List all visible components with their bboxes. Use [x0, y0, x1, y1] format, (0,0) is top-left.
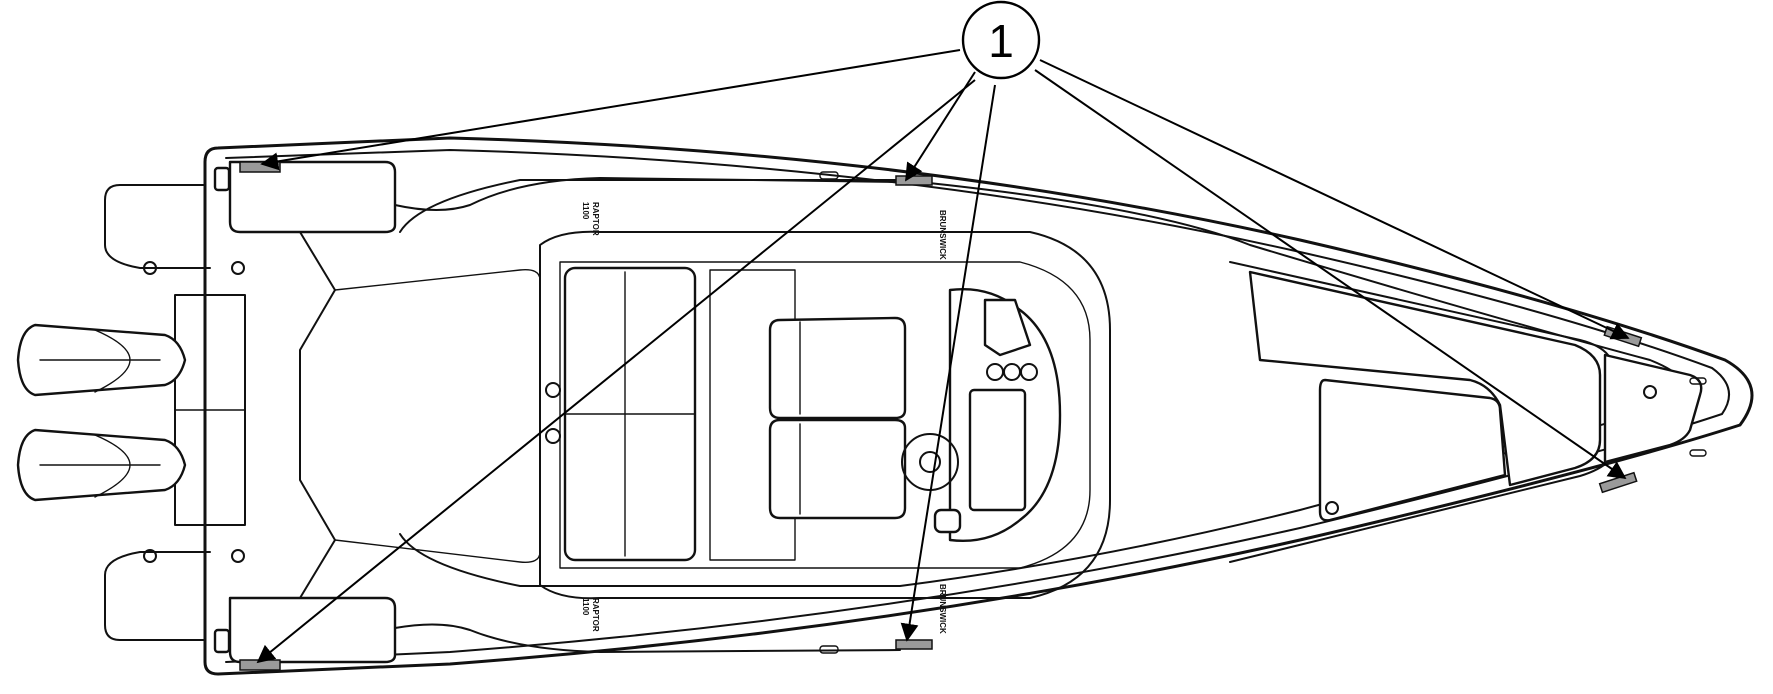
leader-bow-top	[1039, 59, 1630, 340]
cockpit-outline	[299, 231, 336, 599]
leader-stern-bottom	[256, 79, 976, 664]
brand-lettering-top: BRUNSWICK	[938, 210, 947, 260]
helm-display	[968, 388, 1027, 512]
callout-1-circle	[961, 0, 1041, 80]
grip-pad-mid-bottom	[895, 639, 933, 650]
hull-outer-outline	[203, 136, 1754, 676]
hull	[203, 136, 1754, 676]
bow-locker-fitting	[1325, 501, 1339, 515]
helm-seat-lower	[768, 418, 907, 520]
rear-bench-cupholder-top	[545, 382, 561, 398]
rail-post-2	[231, 261, 245, 275]
console-area	[539, 230, 1111, 600]
bow-sunpad	[1248, 270, 1602, 487]
side-fitting-top	[819, 171, 839, 180]
callout-1-number: 1	[988, 15, 1014, 67]
stern-platform-top	[228, 160, 397, 234]
console-inner	[559, 261, 1091, 569]
leader-stern-top	[260, 49, 961, 171]
grip-pad-stern-top	[239, 161, 281, 173]
steering-wheel-hub	[919, 451, 941, 473]
side-channel-top	[394, 177, 901, 211]
model-sublettering-top: RAPTOR	[591, 202, 600, 236]
stern-rail-upper	[104, 184, 211, 269]
callout-1-leaders	[256, 49, 1630, 664]
grip-pad-bow-bottom	[1598, 471, 1638, 494]
stern-rail-lower	[104, 551, 211, 641]
throttle-control	[933, 508, 962, 534]
stern-platform-bottom	[228, 596, 397, 664]
callout-1: 1	[961, 0, 1041, 80]
helm-gauge-3	[1020, 363, 1038, 381]
outboard-engine-lower-detail	[39, 434, 161, 498]
bow-anchor-locker	[1603, 353, 1703, 464]
rail-post-3	[143, 549, 157, 563]
bow-fitting-bottom	[1689, 449, 1707, 457]
rear-bench-cupholder-bottom	[545, 428, 561, 444]
model-lettering-bottom: 1100	[581, 598, 590, 616]
stern-assembly	[16, 184, 246, 641]
console-surround	[539, 230, 1111, 600]
outboard-engine-upper-detail	[39, 329, 161, 393]
cockpit-floor	[334, 269, 541, 563]
helm-dash-upper	[983, 298, 1032, 357]
bow-fitting-top	[1689, 377, 1707, 385]
leader-mid-bottom	[900, 84, 996, 642]
rail-post-1	[143, 261, 157, 275]
side-channel-bottom	[394, 623, 901, 653]
bow-deck-fitting	[1643, 385, 1657, 399]
bow-locker-lower	[1318, 378, 1507, 522]
model-sublettering-bottom: RAPTOR	[591, 598, 600, 632]
grip-pad-mid-top	[895, 175, 933, 186]
model-lettering-top: 1100	[581, 202, 590, 220]
brand-lettering-bottom: BRUNSWICK	[938, 584, 947, 634]
helm-seat-upper	[768, 316, 907, 420]
hull-lettering: 1100 RAPTOR BRUNSWICK 1100 RAPTOR BRUNSW…	[581, 202, 947, 634]
stern-cleat-top	[213, 166, 231, 192]
stern-cleat-bottom	[213, 628, 231, 654]
leader-bow-bottom	[1034, 69, 1627, 480]
hull-inner-outline	[225, 149, 1731, 663]
side-fitting-bottom	[819, 645, 839, 654]
rail-post-4	[231, 549, 245, 563]
